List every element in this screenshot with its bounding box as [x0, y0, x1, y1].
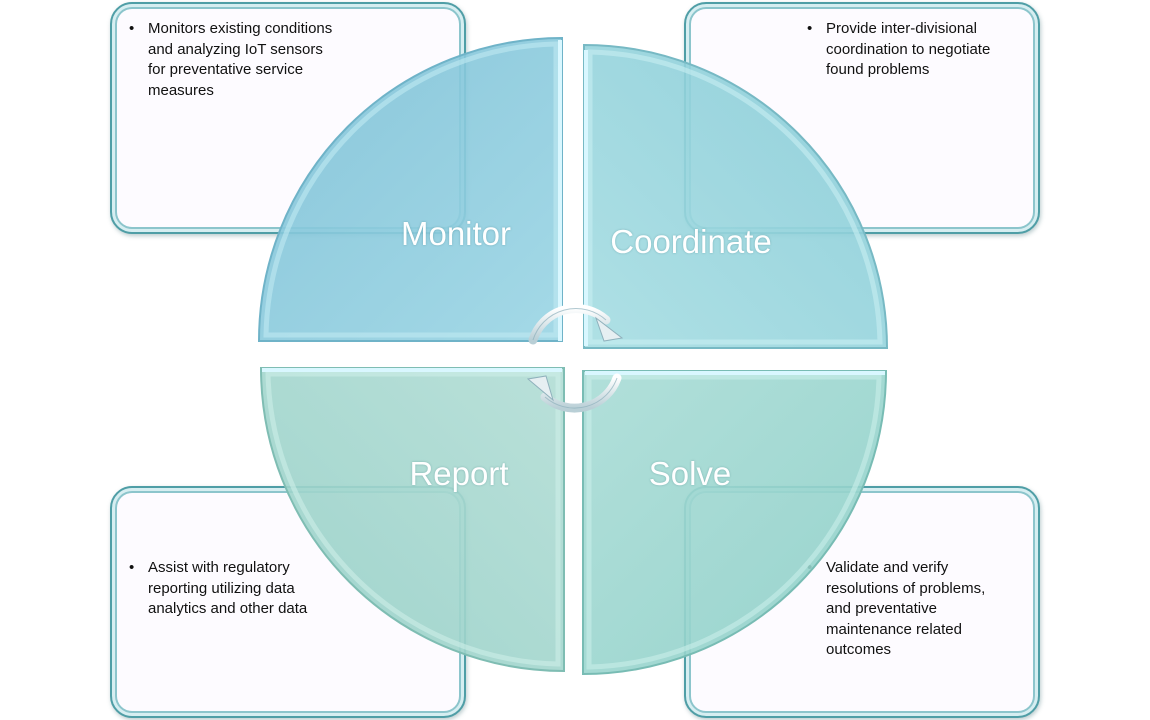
- solve-label: Solve: [648, 455, 732, 492]
- monitor-bullet: Monitors existing conditions and analyzi…: [126, 19, 340, 101]
- solve-bullet: Validate and verify resolutions of probl…: [804, 558, 1004, 661]
- circular-arrow-bottom-icon: [526, 373, 622, 413]
- report-bullet: Assist with regulatory reporting utilizi…: [126, 558, 346, 620]
- coordinate-label: Coordinate: [610, 223, 772, 260]
- coordinate-bullet: Provide inter-divisional coordination to…: [804, 19, 1028, 81]
- coordinate-quadrant: [583, 43, 889, 349]
- circular-arrow-top-icon: [528, 303, 624, 345]
- report-quadrant: [259, 367, 565, 673]
- monitor-label: Monitor: [400, 215, 512, 252]
- monitor-quadrant: [257, 36, 563, 342]
- report-label: Report: [409, 455, 509, 492]
- solve-quadrant: [582, 370, 888, 676]
